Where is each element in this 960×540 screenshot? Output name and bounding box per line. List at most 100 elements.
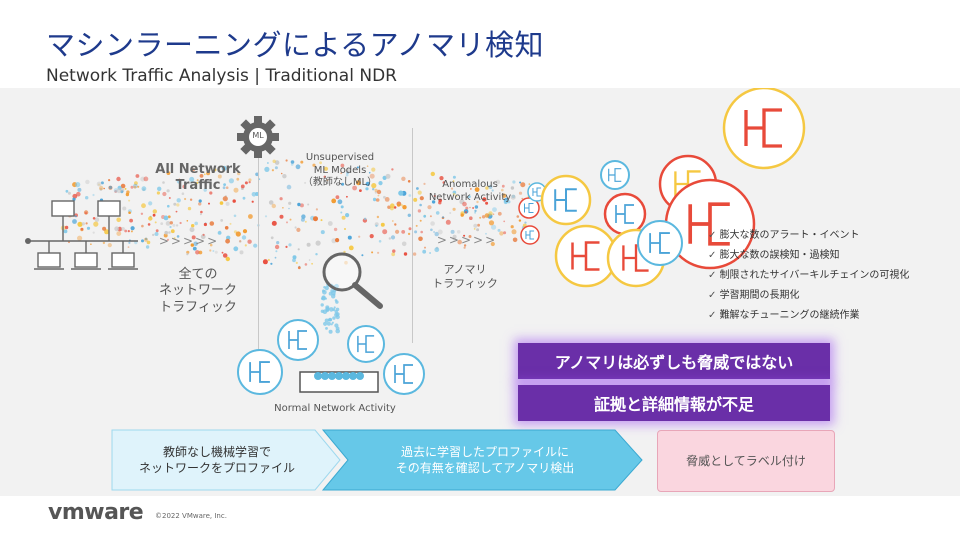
- traffic-dot: [479, 216, 482, 219]
- traffic-dot: [322, 290, 327, 295]
- traffic-dot: [375, 224, 378, 227]
- traffic-dot: [198, 202, 202, 206]
- traffic-dot: [288, 243, 292, 247]
- traffic-dot: [191, 235, 196, 240]
- traffic-dot: [330, 289, 334, 293]
- traffic-dot: [72, 219, 77, 224]
- traffic-dot: [162, 191, 167, 197]
- traffic-dot: [282, 174, 287, 179]
- step1-line1: 教師なし機械学習で: [162, 444, 271, 459]
- anomaly-activity-icons: [518, 88, 806, 288]
- traffic-dot: [323, 166, 329, 171]
- traffic-dot: [503, 231, 507, 235]
- traffic-dot: [135, 174, 140, 178]
- traffic-dot: [169, 221, 173, 225]
- traffic-dot: [348, 245, 354, 251]
- traffic-dot: [299, 203, 304, 208]
- traffic-dot: [108, 179, 111, 182]
- traffic-dot: [345, 213, 350, 218]
- traffic-dot: [372, 197, 377, 202]
- traffic-dot: [319, 161, 322, 165]
- traffic-dot: [331, 198, 337, 204]
- traffic-dot: [347, 235, 352, 240]
- traffic-dot: [528, 183, 531, 185]
- traffic-dot: [222, 196, 228, 202]
- traffic-dot: [90, 243, 92, 245]
- process-arrows: [111, 429, 643, 491]
- vmware-logo: vmware: [48, 500, 144, 525]
- traffic-dot: [460, 213, 464, 217]
- tray-dot: [349, 372, 357, 380]
- traffic-dot: [323, 321, 328, 326]
- traffic-dot: [225, 238, 231, 244]
- traffic-dot: [477, 223, 480, 227]
- traffic-dot: [209, 243, 213, 247]
- traffic-dot: [433, 194, 436, 198]
- traffic-dot: [244, 181, 248, 185]
- traffic-dot: [519, 181, 522, 184]
- traffic-dot: [141, 239, 144, 243]
- traffic-dot: [331, 321, 334, 324]
- traffic-dot: [412, 252, 417, 256]
- traffic-dot: [297, 202, 301, 207]
- traffic-dot: [501, 193, 507, 198]
- normal-activity-icons: [237, 319, 425, 395]
- anomalous-label: Anomalous Network Activity: [415, 179, 525, 204]
- traffic-dot: [470, 188, 472, 190]
- traffic-dot: [107, 243, 112, 248]
- traffic-dot: [251, 192, 257, 197]
- traffic-dot: [264, 215, 268, 218]
- traffic-dot: [253, 243, 258, 248]
- activity-graph: [615, 204, 634, 224]
- traffic-dot: [199, 174, 204, 178]
- traffic-dot: [382, 229, 388, 235]
- traffic-dot: [488, 184, 493, 189]
- tray-dot: [321, 372, 329, 380]
- anomaly-jp-2: トラフィック: [432, 276, 498, 290]
- traffic-dot: [99, 185, 104, 191]
- traffic-dot: [430, 221, 435, 226]
- traffic-dot: [242, 229, 248, 234]
- traffic-dot: [155, 229, 159, 233]
- traffic-dot: [233, 214, 237, 218]
- traffic-dot: [206, 171, 211, 176]
- traffic-dot: [306, 242, 311, 247]
- ml-gear-icon: [237, 116, 279, 158]
- traffic-dot: [390, 203, 395, 208]
- traffic-dot: [434, 231, 439, 237]
- traffic-dot: [270, 236, 274, 240]
- traffic-dot: [334, 309, 338, 314]
- traffic-dot: [434, 247, 440, 253]
- traffic-dot: [518, 191, 523, 195]
- traffic-dot: [176, 235, 180, 238]
- traffic-dot: [307, 203, 310, 206]
- traffic-dot: [140, 212, 144, 215]
- traffic-dot: [402, 205, 407, 210]
- traffic-dot: [166, 189, 170, 193]
- traffic-dot: [99, 187, 103, 191]
- all-traffic-jp-3: トラフィック: [159, 299, 237, 315]
- traffic-dot: [68, 241, 70, 244]
- traffic-dot: [388, 237, 391, 240]
- traffic-dot: [408, 194, 412, 197]
- traffic-dot: [77, 221, 83, 227]
- traffic-dot: [437, 229, 443, 235]
- traffic-dot: [450, 187, 454, 190]
- traffic-dot: [340, 163, 345, 168]
- traffic-dot: [141, 224, 144, 228]
- traffic-dot: [295, 261, 298, 264]
- traffic-dot: [275, 250, 278, 253]
- traffic-dot: [501, 184, 505, 188]
- traffic-dot: [418, 236, 423, 242]
- traffic-dot: [198, 199, 202, 203]
- traffic-dot: [327, 318, 331, 322]
- traffic-dot: [521, 197, 524, 200]
- traffic-dot: [160, 222, 164, 226]
- copyright: ©2022 VMware, Inc.: [155, 512, 227, 520]
- traffic-dot: [233, 246, 239, 252]
- traffic-dot: [315, 253, 318, 256]
- traffic-dot: [358, 235, 361, 238]
- traffic-dot: [461, 196, 464, 199]
- activity-graph: [744, 108, 782, 148]
- step2-line1: 過去に学習したプロファイルに: [400, 444, 569, 459]
